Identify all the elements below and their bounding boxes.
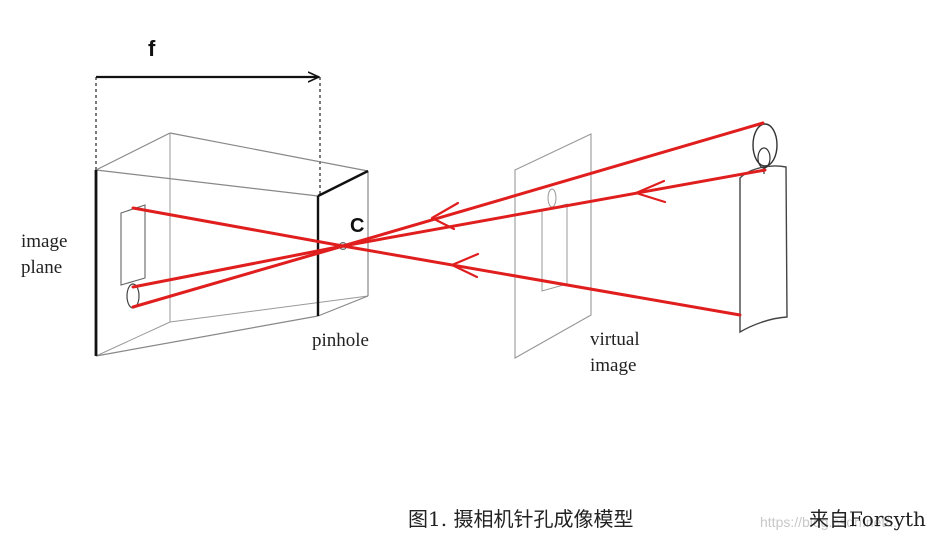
center-label: C: [350, 215, 364, 237]
ray-inside-1: [131, 206, 345, 248]
box-edge-top-left: [95, 132, 171, 171]
pinhole-face-top: [317, 169, 369, 198]
focal-length-dimension: f: [95, 36, 321, 195]
light-rays: [131, 121, 767, 317]
pinhole-label: pinhole: [312, 330, 369, 351]
candle-flame-outer: [752, 123, 778, 167]
virtual-candle-flame: [547, 188, 557, 208]
candle-body: [739, 165, 788, 334]
ray-outside-middle: [341, 168, 767, 248]
figure-caption: 图1. 摄相机针孔成像模型: [408, 507, 633, 531]
caption-source: 来自Forsyth: [809, 507, 926, 531]
inverted-candle-body: [120, 204, 146, 286]
watermark: https://blog.csdn.net/...: [760, 514, 901, 530]
image-plane-label-line2: plane: [21, 257, 62, 278]
ray-outside-top: [341, 121, 765, 248]
ray-outside-bottom: [341, 244, 742, 317]
inverted-candle-image: [120, 204, 146, 309]
box-edge-hidden-bottom: [169, 295, 369, 323]
ray-arrow-bottom: [450, 252, 480, 279]
candle-flame-inner: [757, 147, 771, 169]
focal-length-label: f: [148, 36, 156, 61]
pinhole-face-bottom: [317, 295, 369, 317]
box-edge-bottom-front: [95, 315, 319, 357]
virtual-candle-body: [541, 203, 568, 292]
box-edge-top-front: [95, 169, 319, 197]
ray-inside-3: [131, 244, 345, 309]
candle: [739, 123, 788, 334]
camera-box: [94, 132, 369, 357]
ray-inside-2: [131, 244, 345, 289]
virtual-image-plane: [514, 133, 592, 359]
virtual-image-label-line2: image: [590, 355, 636, 376]
ray-arrow-middle: [634, 179, 667, 204]
virtual-plane-outline: [514, 133, 592, 359]
box-edge-bottom-left: [95, 321, 171, 357]
box-edge-top-back: [169, 132, 369, 172]
ray-arrow-top: [430, 201, 460, 231]
image-plane-label-line1: image: [21, 231, 67, 252]
virtual-image-label-line1: virtual: [590, 329, 640, 350]
